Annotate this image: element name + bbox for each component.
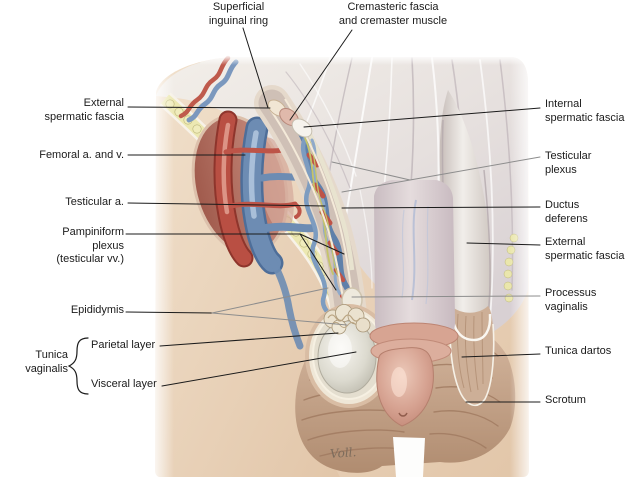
label-internal-spermatic-fascia: Internal spermatic fascia — [545, 98, 625, 124]
leader-tunica-dartos — [461, 353, 541, 358]
testis-assembly — [305, 304, 393, 408]
leader-internal-spermatic-fascia — [303, 107, 541, 128]
label-ductus-deferens: Ductus deferens — [545, 199, 588, 225]
brace-tunica-vaginalis — [67, 337, 89, 395]
label-tunica-vaginalis: Tunica vaginalis — [25, 349, 68, 375]
label-pampiniform-plexus: Pampiniform plexus (testicular vv.) — [56, 226, 124, 265]
leader-epididymis-stem — [125, 311, 213, 314]
spermatic-cord — [254, 85, 368, 342]
label-processus-vaginalis: Processus vaginalis — [545, 287, 597, 313]
leader-parietal-layer — [159, 332, 339, 347]
label-scrotum: Scrotum — [545, 394, 586, 406]
label-femoral-a-and-v: Femoral a. and v. — [39, 149, 124, 161]
leader-pampiniform — [125, 233, 345, 291]
leader-visceral-layer — [161, 351, 357, 387]
edge-fade-left — [150, 55, 174, 477]
artist-signature: Voll. — [329, 445, 357, 461]
label-tunica-dartos: Tunica dartos — [545, 345, 612, 357]
label-cremasteric-fascia: Cremasteric fascia and cremaster muscle — [338, 1, 448, 27]
label-visceral-layer: Visceral layer — [91, 378, 157, 390]
leader-lines — [67, 27, 541, 403]
midline-strip — [393, 437, 425, 477]
leader-epididymis-branches — [211, 287, 348, 326]
leader-cremasteric-fascia — [289, 29, 353, 121]
leader-external-spermatic-fascia — [127, 106, 271, 109]
leader-processus-vaginalis — [351, 295, 541, 298]
edge-fade-right — [510, 55, 534, 477]
leader-external-spermatic-fascia-right — [466, 242, 541, 246]
edge-fade-top — [200, 55, 530, 65]
leader-ductus-deferens — [341, 206, 541, 209]
label-external-spermatic-fascia-left: External spermatic fascia — [44, 97, 124, 123]
leader-superficial-inguinal-ring — [242, 27, 269, 109]
label-testicular-a: Testicular a. — [65, 196, 124, 208]
leader-testicular-plexus — [331, 156, 541, 193]
label-parietal-layer: Parietal layer — [91, 339, 156, 351]
superficial-vessels — [178, 55, 239, 123]
penis — [369, 180, 459, 427]
internal-spermatic-fascia-cut-edge — [291, 118, 313, 138]
label-testicular-plexus: Testicular plexus — [545, 150, 592, 176]
ductus-deferens-shape — [307, 134, 355, 271]
leader-testicular-a — [127, 202, 326, 207]
label-external-spermatic-fascia-right: External spermatic fascia — [545, 236, 625, 262]
label-epididymis: Epididymis — [70, 304, 124, 316]
label-superficial-inguinal-ring: Superficial inguinal ring — [208, 1, 269, 27]
